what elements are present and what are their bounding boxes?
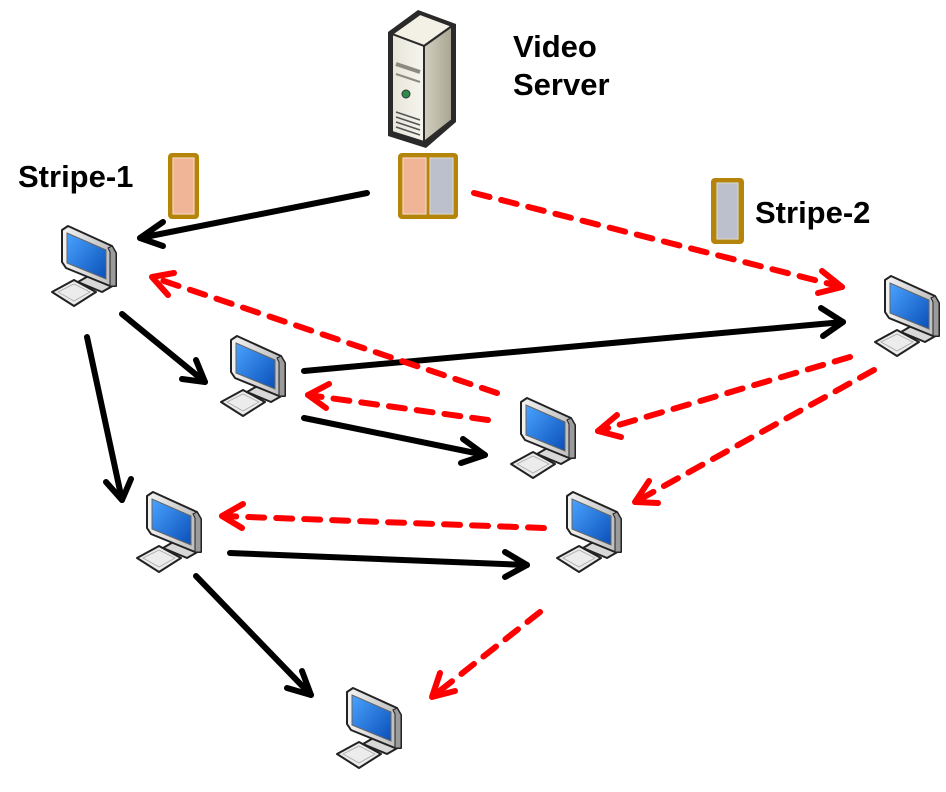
- stripe-1-block: [168, 153, 199, 219]
- computer-icon-pc-a[interactable]: [51, 225, 117, 307]
- edge-server-to-pc-d: [471, 190, 845, 296]
- server-stripes-block: [398, 153, 458, 219]
- computer-icon-pc-f[interactable]: [556, 491, 622, 573]
- computer-icon-pc-b[interactable]: [220, 335, 286, 417]
- edge-server-to-pc-a: [137, 190, 370, 249]
- edge-pc-b-to-pc-d: [301, 305, 846, 374]
- edge-pc-f-to-pc-e: [219, 501, 547, 531]
- computer-icon-pc-d[interactable]: [874, 275, 940, 357]
- server-label-line1: Video: [513, 29, 597, 64]
- edge-pc-e-to-pc-g: [193, 573, 314, 698]
- stripe-1-label: Stripe-1: [18, 159, 134, 194]
- stripe-2-block: [711, 178, 744, 244]
- edge-pc-a-to-pc-e: [84, 334, 134, 503]
- solid-edges: [84, 190, 846, 698]
- server-label-line2: Server: [513, 67, 610, 102]
- edge-pc-d-to-pc-c: [595, 354, 853, 440]
- computer-icon-pc-e[interactable]: [136, 491, 202, 573]
- edge-pc-d-to-pc-f: [632, 367, 877, 506]
- server-label: Video Server: [513, 28, 610, 104]
- stripe-2-label: Stripe-2: [755, 195, 871, 230]
- edge-pc-a-to-pc-b: [119, 311, 208, 385]
- edge-pc-c-to-pc-b: [305, 381, 491, 423]
- computer-icon-pc-c[interactable]: [510, 397, 576, 479]
- edge-pc-b-to-pc-c: [301, 415, 488, 466]
- edge-pc-e-to-pc-f: [227, 549, 530, 580]
- edge-pc-c-to-pc-a: [149, 270, 500, 396]
- video-server-icon[interactable]: [388, 10, 456, 148]
- edge-pc-f-to-pc-g: [429, 609, 543, 700]
- computer-icon-pc-g[interactable]: [336, 687, 402, 769]
- dashed-edges: [149, 190, 877, 700]
